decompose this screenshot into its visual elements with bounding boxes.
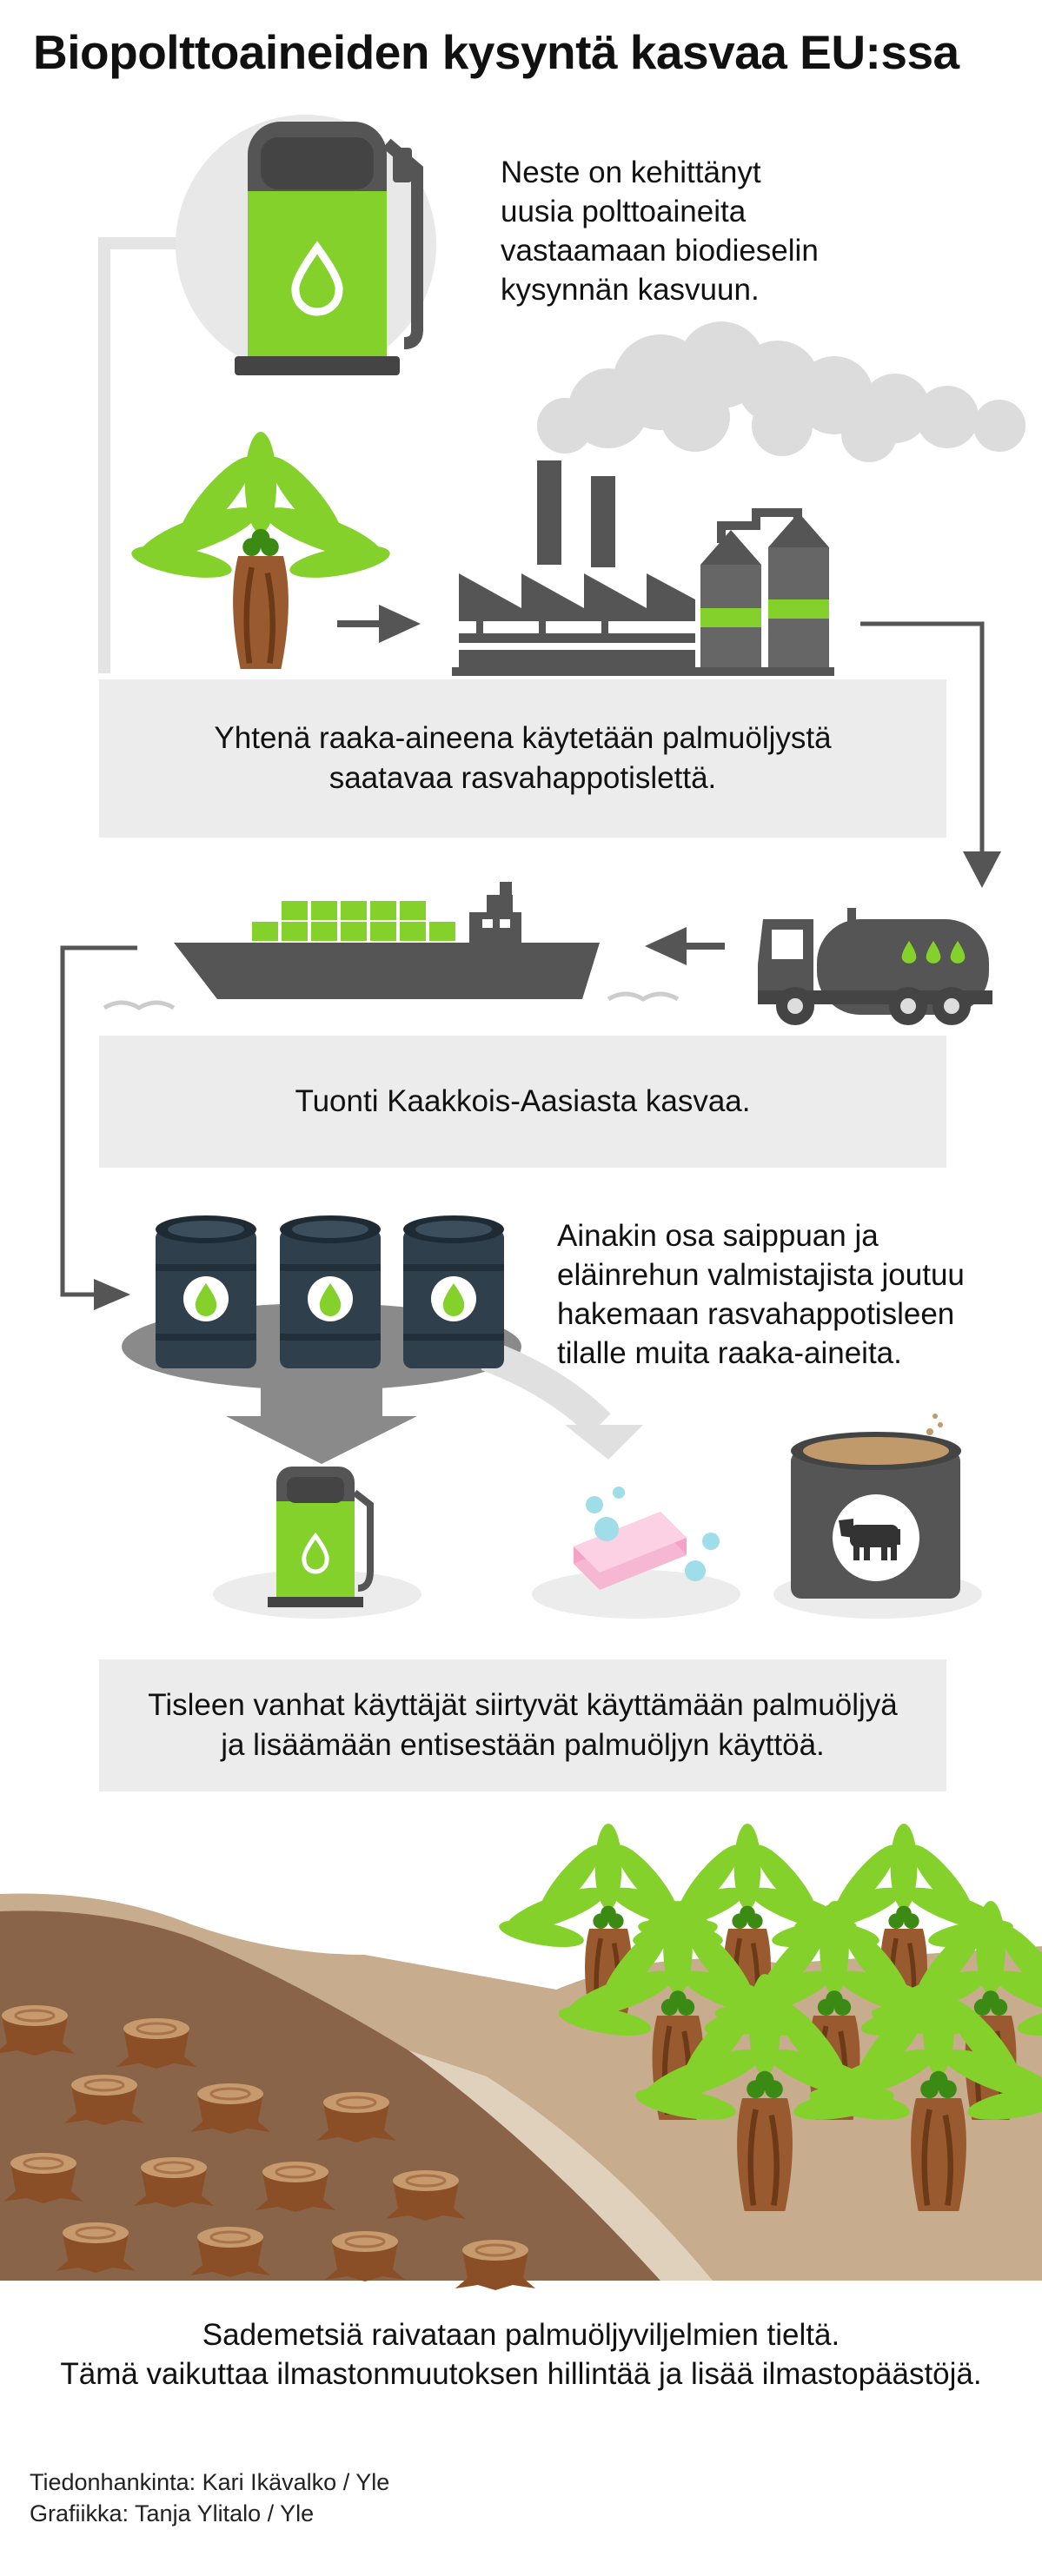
page-title: Biopolttoaineiden kysyntä kasvaa EU:ssa [33,25,959,79]
step1-text: Neste on kehittänyt uusia polttoaineita … [501,156,819,307]
step5-caption-box: Tisleen vanhat käyttäjät siirtyvät käytt… [99,1659,946,1791]
arrow-icon [645,927,725,965]
step2-caption-box: Yhtenä raaka-aineena käytetään palmuöljy… [99,679,946,838]
cow-icon [839,1519,900,1560]
arrow-icon [337,605,421,643]
credit-graphics: Grafiikka: Tanja Ylitalo / Yle [30,2500,315,2526]
arrow-icon [860,621,985,851]
smoke-cloud [537,321,1025,462]
oil-barrel-icon [280,1215,381,1368]
oil-barrel-icon [403,1215,504,1368]
oil-barrel-icon [156,1215,256,1368]
fuel-pump-icon [176,115,436,375]
arrow-icon [226,1377,417,1464]
step6-text: Sademetsiä raivataan palmuöljyviljelmien… [60,2318,982,2391]
palm-tree-icon [129,432,393,669]
factory-icon [452,460,834,676]
soap-icon [574,1487,720,1590]
feed-container-icon [791,1414,961,1599]
credit-research: Tiedonhankinta: Kari Ikävalko / Yle [30,2469,390,2495]
step3-caption-box: Tuonti Kaakkois-Aasiasta kasvaa. [99,1036,946,1168]
cargo-ship-icon [103,882,680,1010]
step4-text: Ainakin osa saippuan ja eläinrehun valmi… [557,1219,965,1370]
tanker-truck-icon [758,908,992,1025]
